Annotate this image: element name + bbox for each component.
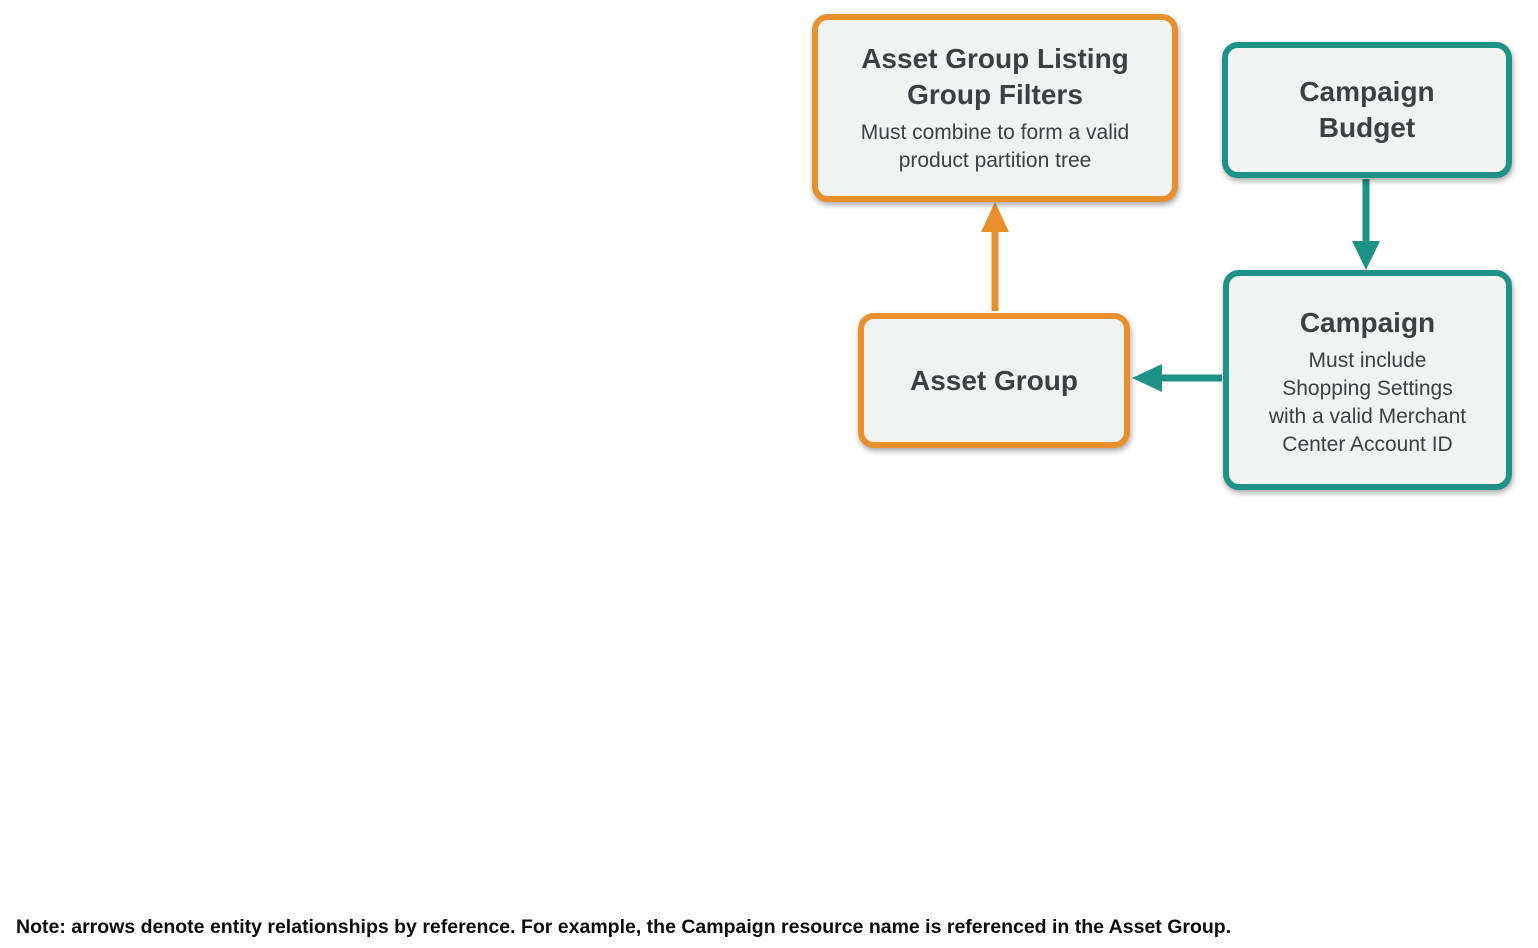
arrow-asset-group-to-listing-filters bbox=[981, 202, 1009, 311]
node-asset-group-listing-group-filters: Asset Group Listing Group Filters Must c… bbox=[812, 14, 1178, 202]
node-title: Campaign bbox=[1299, 307, 1436, 338]
node-asset-group: Asset Group bbox=[858, 313, 1130, 448]
footnote: Note: arrows denote entity relationships… bbox=[16, 916, 1232, 938]
node-title: Asset Group bbox=[909, 364, 1079, 396]
node-campaign: Campaign Must include Shopping Settings … bbox=[1223, 270, 1512, 490]
node-subtitle: Must combine to form a valid product par… bbox=[860, 121, 1130, 172]
node-campaign-budget: Campaign Budget bbox=[1222, 42, 1512, 178]
arrow-campaign-to-asset-group bbox=[1132, 364, 1222, 392]
node-title: Asset Group Listing Group Filters bbox=[861, 43, 1129, 110]
arrow-campaign-budget-to-campaign bbox=[1352, 179, 1380, 270]
node-title: Campaign Budget bbox=[1299, 76, 1435, 143]
node-subtitle: Must include Shopping Settings with a va… bbox=[1268, 349, 1467, 456]
